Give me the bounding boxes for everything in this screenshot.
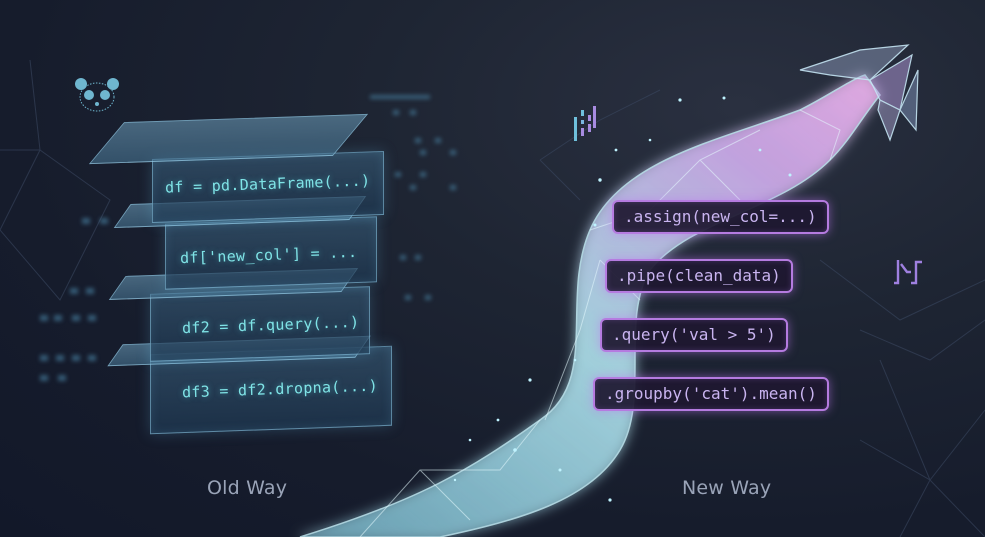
panda-binary-icon [75,78,119,112]
method-pill-groupby: .groupby('cat').mean() [593,377,829,411]
data-dots [40,95,456,381]
pipe-curve-icon [894,260,922,285]
method-pill-assign: .assign(new_col=...) [612,200,829,234]
pandas-logo-icon [574,106,596,141]
crystal-arrow-icon [799,44,919,142]
new-way-label: New Way [682,477,772,499]
old-way-label: Old Way [207,477,288,499]
data-stream [299,74,881,537]
method-pill-pipe: .pipe(clean_data) [605,259,793,293]
method-pill-query: .query('val > 5') [600,318,788,352]
mesh-lines [0,59,985,537]
sparkles [453,96,792,502]
